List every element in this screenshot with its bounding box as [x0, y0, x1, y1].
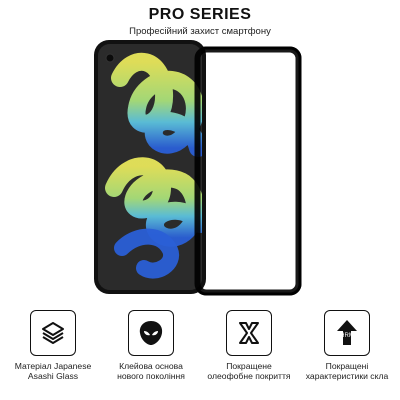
feature-item-glass: Матеріал Japanese Asashi Glass: [8, 310, 98, 382]
feature-label: Покращені характеристики скла: [305, 361, 389, 382]
feature-icon-box: [30, 310, 76, 356]
hardness-arrow-icon: HRM: [337, 320, 357, 345]
feature-item-adhesive: Клейова основа нового покоління: [106, 310, 196, 382]
page-subtitle: Професійний захист смартфону: [129, 26, 271, 37]
layers-icon: [42, 322, 64, 344]
feature-label: Покращене олеофобне покриття: [207, 361, 291, 382]
protector-edge: [194, 46, 302, 296]
phone-illustration: [92, 38, 312, 296]
feature-label: Клейова основа нового покоління: [117, 361, 185, 382]
feature-icon-box: [226, 310, 272, 356]
svg-text:HRM: HRM: [340, 333, 354, 339]
feature-item-oleophobic: Покращене олеофобне покриття: [204, 310, 294, 382]
phone-art: [94, 40, 302, 296]
feature-label: Матеріал Japanese Asashi Glass: [14, 361, 92, 382]
feature-icon-box: HRM: [324, 310, 370, 356]
camera-icon: [105, 53, 115, 63]
features-row: Матеріал Japanese Asashi Glass Клейова о…: [0, 310, 400, 400]
glass-protector: [194, 46, 302, 296]
page-title: PRO SERIES: [148, 6, 252, 23]
feature-item-hardness: HRM Покращені характеристики скла: [302, 310, 392, 382]
oleophobic-icon: [239, 322, 259, 344]
feature-icon-box: [128, 310, 174, 356]
header: PRO SERIES Професійний захист смартфону: [0, 6, 400, 37]
wallpaper: [98, 44, 202, 290]
alien-head-icon: [139, 321, 163, 345]
